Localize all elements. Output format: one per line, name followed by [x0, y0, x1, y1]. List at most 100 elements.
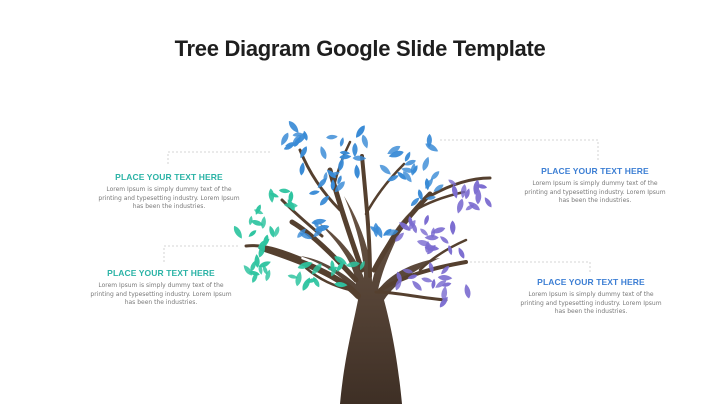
callout-body: Lorem Ipsum is simply dummy text of the … [520, 291, 662, 315]
leaf [303, 130, 308, 141]
leaf [404, 159, 416, 166]
leaf [450, 220, 456, 235]
slide-title: Tree Diagram Google Slide Template [174, 36, 546, 61]
leaf [431, 278, 436, 289]
leaf [281, 132, 289, 146]
callout-bottom-left: PLACE YOUR TEXT HERE Lorem Ipsum is simp… [86, 268, 236, 308]
leaf [334, 256, 347, 265]
callout-body: Lorem Ipsum is simply dummy text of the … [524, 180, 666, 204]
callout-body: Lorem Ipsum is simply dummy text of the … [90, 282, 232, 306]
leaf [336, 262, 344, 272]
leaf [427, 244, 436, 255]
leaf [402, 268, 414, 274]
leaf [254, 254, 260, 268]
leaf [441, 286, 448, 301]
leaf [428, 262, 434, 274]
leaf [457, 198, 464, 214]
leaf [265, 269, 271, 282]
leaf [354, 164, 360, 179]
callout-bottom-right: PLACE YOUR TEXT HERE Lorem Ipsum is simp… [516, 277, 666, 317]
leaf [352, 155, 367, 161]
leaf [424, 234, 439, 241]
leaf [448, 245, 453, 256]
leaf [345, 261, 360, 268]
leaf [379, 164, 391, 175]
leaf [404, 151, 411, 162]
leaf [292, 132, 303, 137]
leaf [359, 260, 365, 271]
leaf [361, 134, 368, 149]
leaf [440, 236, 449, 244]
leaf [248, 215, 253, 226]
leaf [452, 184, 458, 199]
leaf [252, 272, 258, 283]
leaf [254, 209, 264, 215]
leaf [355, 125, 365, 138]
leaf [370, 226, 379, 234]
leaf [435, 280, 447, 288]
connector-top-right [440, 139, 599, 160]
leaf [274, 226, 280, 237]
leaf [330, 171, 340, 177]
leaf [420, 228, 429, 236]
leaf [251, 220, 264, 226]
leaf [300, 146, 307, 159]
leaf [261, 216, 266, 229]
leaf [468, 201, 480, 211]
leaf [311, 218, 327, 225]
leaf [328, 266, 338, 271]
callout-top-right: PLACE YOUR TEXT HERE Lorem Ipsum is simp… [520, 166, 670, 206]
leaf [425, 178, 433, 189]
leaf [295, 271, 302, 287]
leaf [233, 225, 242, 239]
leaf [430, 171, 440, 181]
leaf [473, 179, 480, 195]
leaf [430, 227, 436, 238]
leaf [292, 134, 301, 147]
leaf [394, 232, 404, 242]
leaf [448, 179, 457, 186]
leaf [433, 184, 444, 192]
leaf [408, 220, 416, 231]
leaf [464, 188, 470, 200]
callout-heading: PLACE YOUR TEXT HERE [537, 277, 645, 287]
leaf [425, 143, 439, 152]
callout-body: Lorem Ipsum is simply dummy text of the … [98, 186, 240, 210]
leaf [410, 197, 420, 207]
leaf [339, 137, 344, 147]
leaf [424, 214, 429, 226]
callout-heading: PLACE YOUR TEXT HERE [541, 166, 649, 176]
callout-top-left: PLACE YOUR TEXT HERE Lorem Ipsum is simp… [94, 172, 244, 212]
leaf [412, 280, 422, 291]
leaf [403, 171, 412, 183]
leaf [387, 145, 401, 155]
leaf [407, 274, 418, 280]
callout-heading: PLACE YOUR TEXT HERE [107, 268, 215, 278]
leaf [250, 260, 256, 272]
leaf [411, 222, 418, 234]
tree-trunk [300, 196, 440, 404]
leaf [243, 265, 253, 276]
leaf [311, 263, 322, 275]
leaf [283, 144, 294, 150]
leaf [258, 265, 263, 275]
leaf [431, 227, 446, 234]
leaf [263, 234, 269, 247]
leaf [258, 243, 266, 258]
leaf [339, 154, 352, 160]
leaf [339, 150, 351, 155]
leaf [421, 277, 433, 283]
leaf [338, 158, 344, 172]
leaf [313, 228, 323, 238]
leaf [337, 175, 342, 185]
leaf [383, 228, 392, 236]
leaf [437, 275, 453, 281]
leaf [287, 274, 298, 279]
leaf [439, 296, 448, 308]
leaf [269, 225, 275, 238]
leaf [417, 189, 423, 201]
connector-top-left [167, 151, 272, 164]
leaf [248, 230, 257, 237]
leaf [426, 133, 432, 148]
